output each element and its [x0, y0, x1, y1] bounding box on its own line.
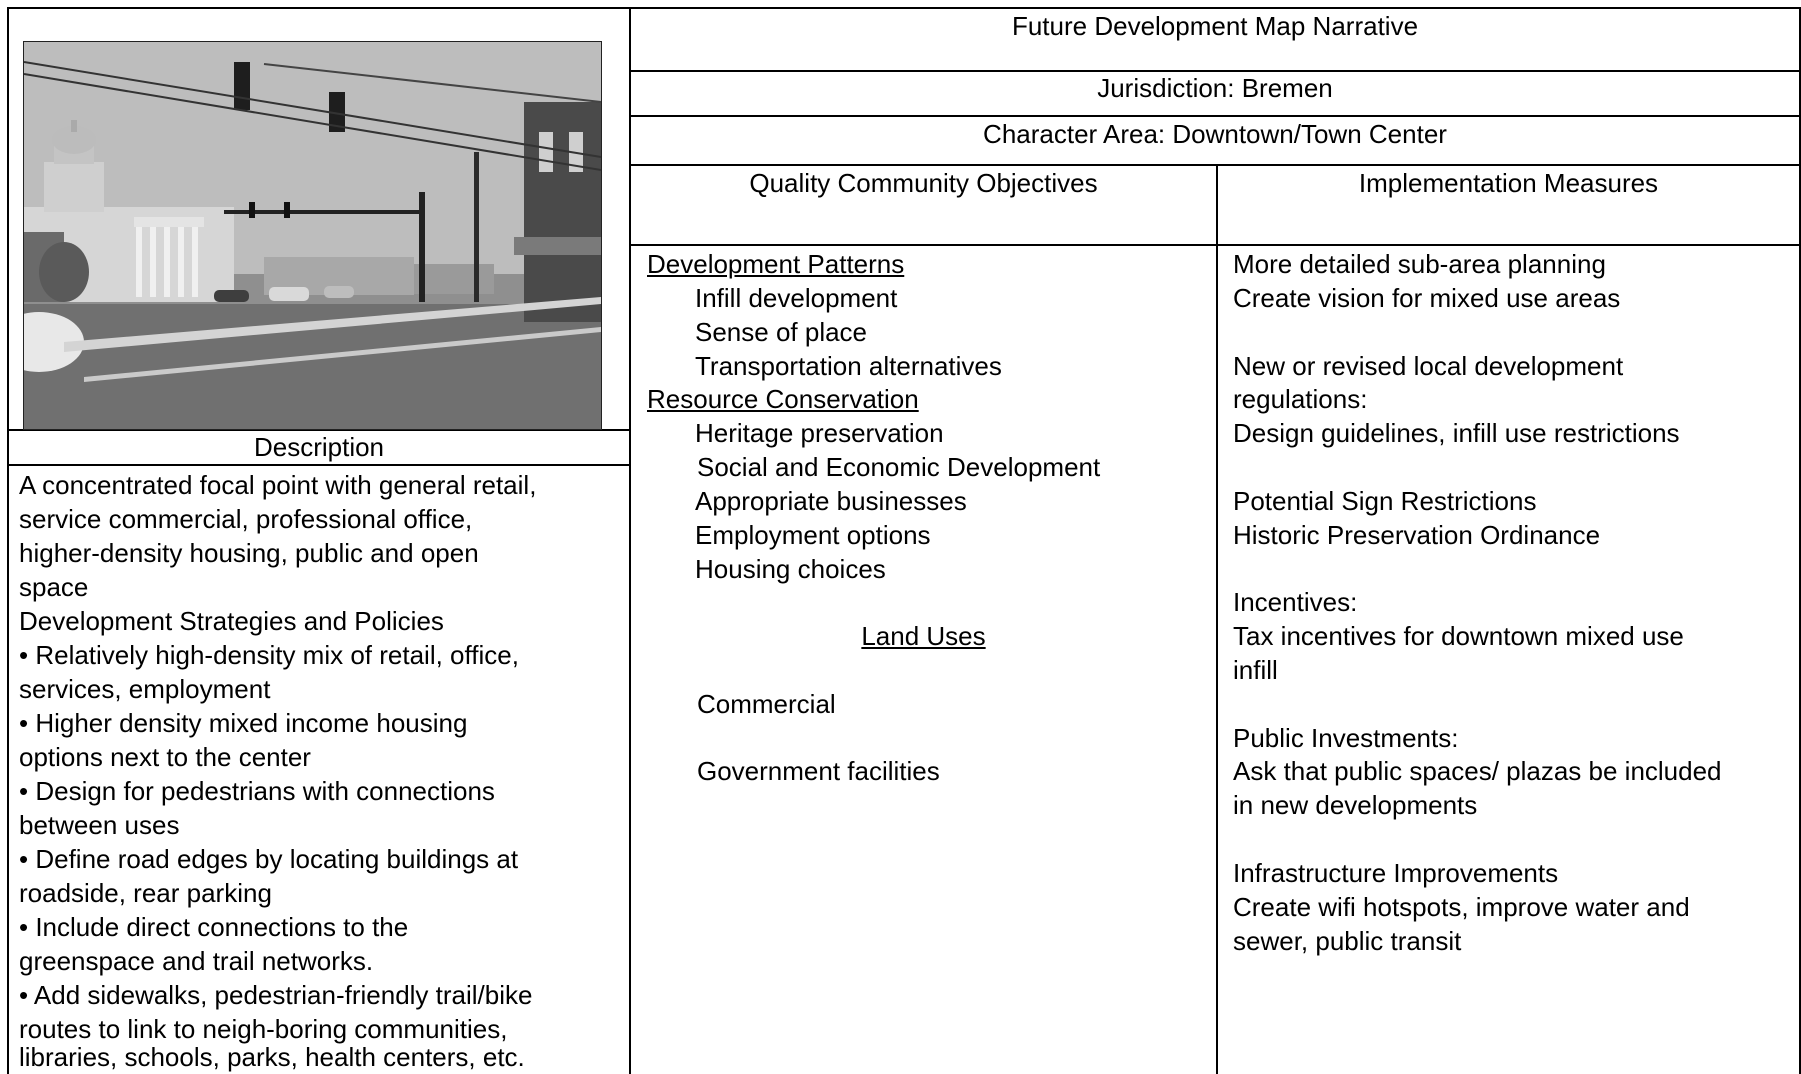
description-line: options next to the center — [19, 742, 311, 772]
description-label: Description — [253, 432, 385, 462]
objective-item: Sense of place — [695, 317, 868, 347]
land-uses-heading: Land Uses — [861, 621, 986, 651]
resource-conservation-heading: Resource Conservation — [647, 384, 919, 414]
description-line: Development Strategies and Policies — [19, 606, 444, 636]
development-patterns-heading: Development Patterns — [647, 249, 905, 279]
border-top — [7, 7, 1801, 9]
objective-item: Employment options — [695, 520, 931, 550]
description-line: • Add sidewalks, pedestrian-friendly tra… — [19, 980, 533, 1010]
border-right — [1799, 7, 1801, 1074]
measure-line: New or revised local development — [1233, 351, 1624, 381]
description-line: roadside, rear parking — [19, 878, 272, 908]
border-colheads-bottom — [629, 244, 1801, 246]
measure-line: Ask that public spaces/ plazas be includ… — [1233, 756, 1722, 786]
objective-item: Infill development — [695, 283, 898, 313]
description-line: A concentrated focal point with general … — [19, 470, 537, 500]
objective-item: Housing choices — [695, 554, 886, 584]
border-title-bottom — [629, 70, 1801, 72]
border-photo-bottom — [7, 429, 630, 431]
description-line: service commercial, professional office, — [19, 504, 473, 534]
measure-line: Design guidelines, infill use restrictio… — [1233, 418, 1680, 448]
objective-item: Heritage preservation — [695, 418, 944, 448]
measure-line: regulations: — [1233, 384, 1368, 414]
measure-line: More detailed sub-area planning — [1233, 249, 1606, 279]
description-line: between uses — [19, 810, 180, 840]
street-scene-image — [24, 42, 601, 429]
social-economic-heading: Social and Economic Development — [697, 452, 1101, 482]
measure-line: infill — [1233, 655, 1278, 685]
description-line: services, employment — [19, 674, 271, 704]
description-line: routes to link to neigh-boring communiti… — [19, 1014, 508, 1044]
measure-line: sewer, public transit — [1233, 926, 1462, 956]
description-line: higher-density housing, public and open — [19, 538, 479, 568]
description-line: greenspace and trail networks. — [19, 946, 374, 976]
border-col-divider — [1216, 165, 1218, 1074]
measure-line: Create vision for mixed use areas — [1233, 283, 1621, 313]
measure-line: Create wifi hotspots, improve water and — [1233, 892, 1690, 922]
land-use-item: Government facilities — [697, 756, 940, 786]
measure-line: Tax incentives for downtown mixed use — [1233, 621, 1684, 651]
measure-line: Public Investments: — [1233, 723, 1459, 753]
border-left — [7, 7, 9, 1074]
objective-item: Transportation alternatives — [695, 351, 1002, 381]
measures-column-header: Implementation Measures — [1358, 168, 1659, 198]
border-mid-vertical — [629, 7, 631, 1074]
measure-line: in new developments — [1233, 790, 1478, 820]
land-use-item: Commercial — [697, 689, 836, 719]
jurisdiction-label: Jurisdiction: Bremen — [1097, 73, 1333, 103]
description-line: • Higher density mixed income housing — [19, 708, 468, 738]
description-line: libraries, schools, parks, health center… — [19, 1042, 525, 1072]
measure-line: Incentives: — [1233, 587, 1358, 617]
description-line: space — [19, 572, 89, 602]
objectives-column-header: Quality Community Objectives — [749, 168, 1098, 198]
street-photo — [23, 41, 602, 430]
description-line: • Design for pedestrians with connection… — [19, 776, 495, 806]
border-character-bottom — [629, 164, 1801, 166]
measure-line: Historic Preservation Ordinance — [1233, 520, 1601, 550]
border-desc-label-bottom — [7, 464, 630, 466]
description-line: • Define road edges by locating building… — [19, 844, 519, 874]
border-jurisdiction-bottom — [629, 115, 1801, 117]
measure-line: Infrastructure Improvements — [1233, 858, 1559, 888]
measure-line: Potential Sign Restrictions — [1233, 486, 1537, 516]
objective-item: Appropriate businesses — [695, 486, 967, 516]
character-area-label: Character Area: Downtown/Town Center — [983, 119, 1447, 149]
description-line: • Relatively high-density mix of retail,… — [19, 640, 519, 670]
description-line: • Include direct connections to the — [19, 912, 409, 942]
page-title: Future Development Map Narrative — [1011, 11, 1419, 41]
